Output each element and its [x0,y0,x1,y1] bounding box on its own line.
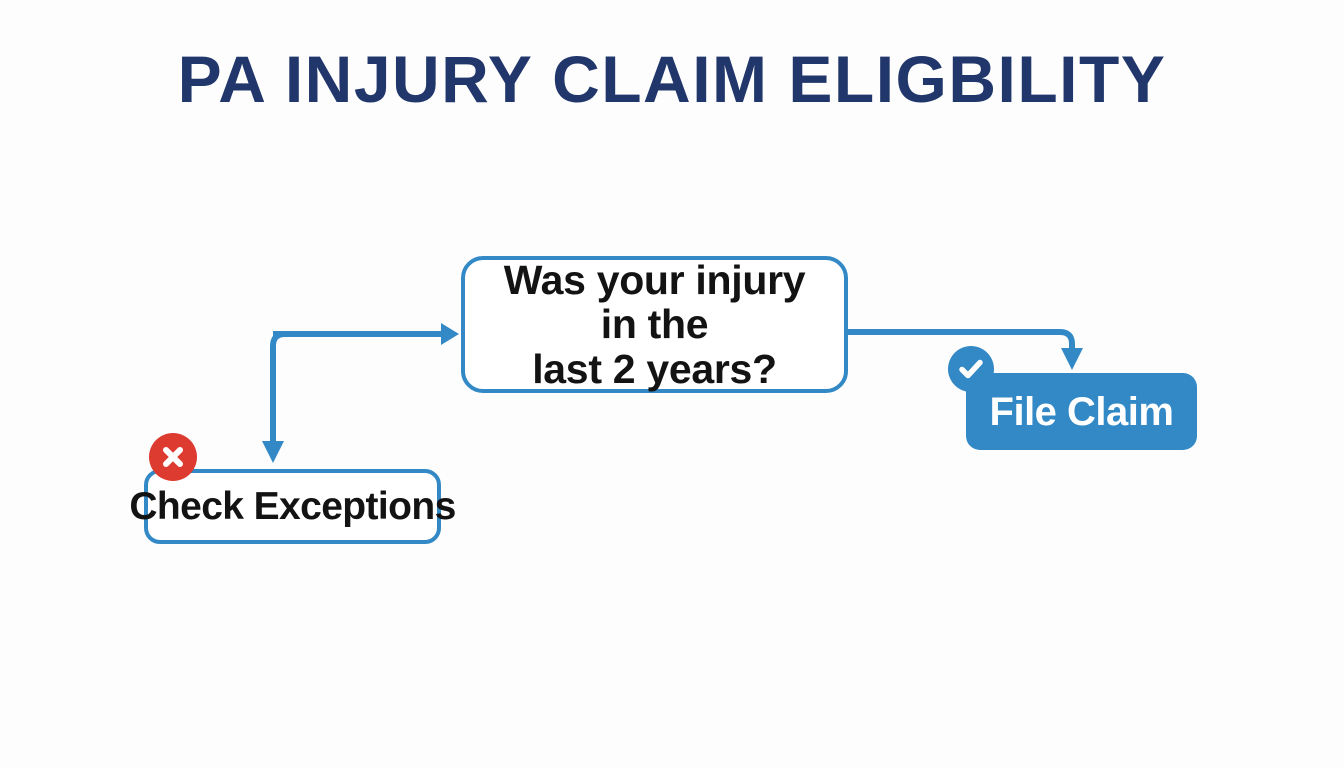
node-decision-injury-timeframe[interactable]: Was your injury in the last 2 years? [461,256,848,393]
x-mark-glyph [163,447,183,467]
connector-branch-line [270,331,286,444]
connector-file-claim-line [846,329,1075,350]
arrowhead-right-into-decision [441,323,459,345]
approve-check-icon [948,346,994,392]
check-mark-glyph [959,359,983,379]
node-decision-label-line1: Was your injury in the [503,257,806,348]
node-decision-label-line2: last 2 years? [532,345,777,392]
arrowhead-down-into-check-exceptions [262,441,284,463]
node-check-exceptions-label: Check Exceptions [129,485,456,528]
arrowhead-down-into-file-claim [1061,348,1083,370]
node-file-claim-label: File Claim [989,389,1174,434]
page-title: PA INJURY CLAIM ELIGBILITY [177,42,1167,116]
connector-branch-to-check-exceptions [262,331,286,463]
connector-entry-to-decision [273,323,459,345]
reject-x-icon [149,433,197,481]
node-decision-label: Was your injury in the last 2 years? [483,258,826,391]
node-check-exceptions[interactable]: Check Exceptions [129,469,456,544]
node-file-claim[interactable]: File Claim [966,373,1197,450]
